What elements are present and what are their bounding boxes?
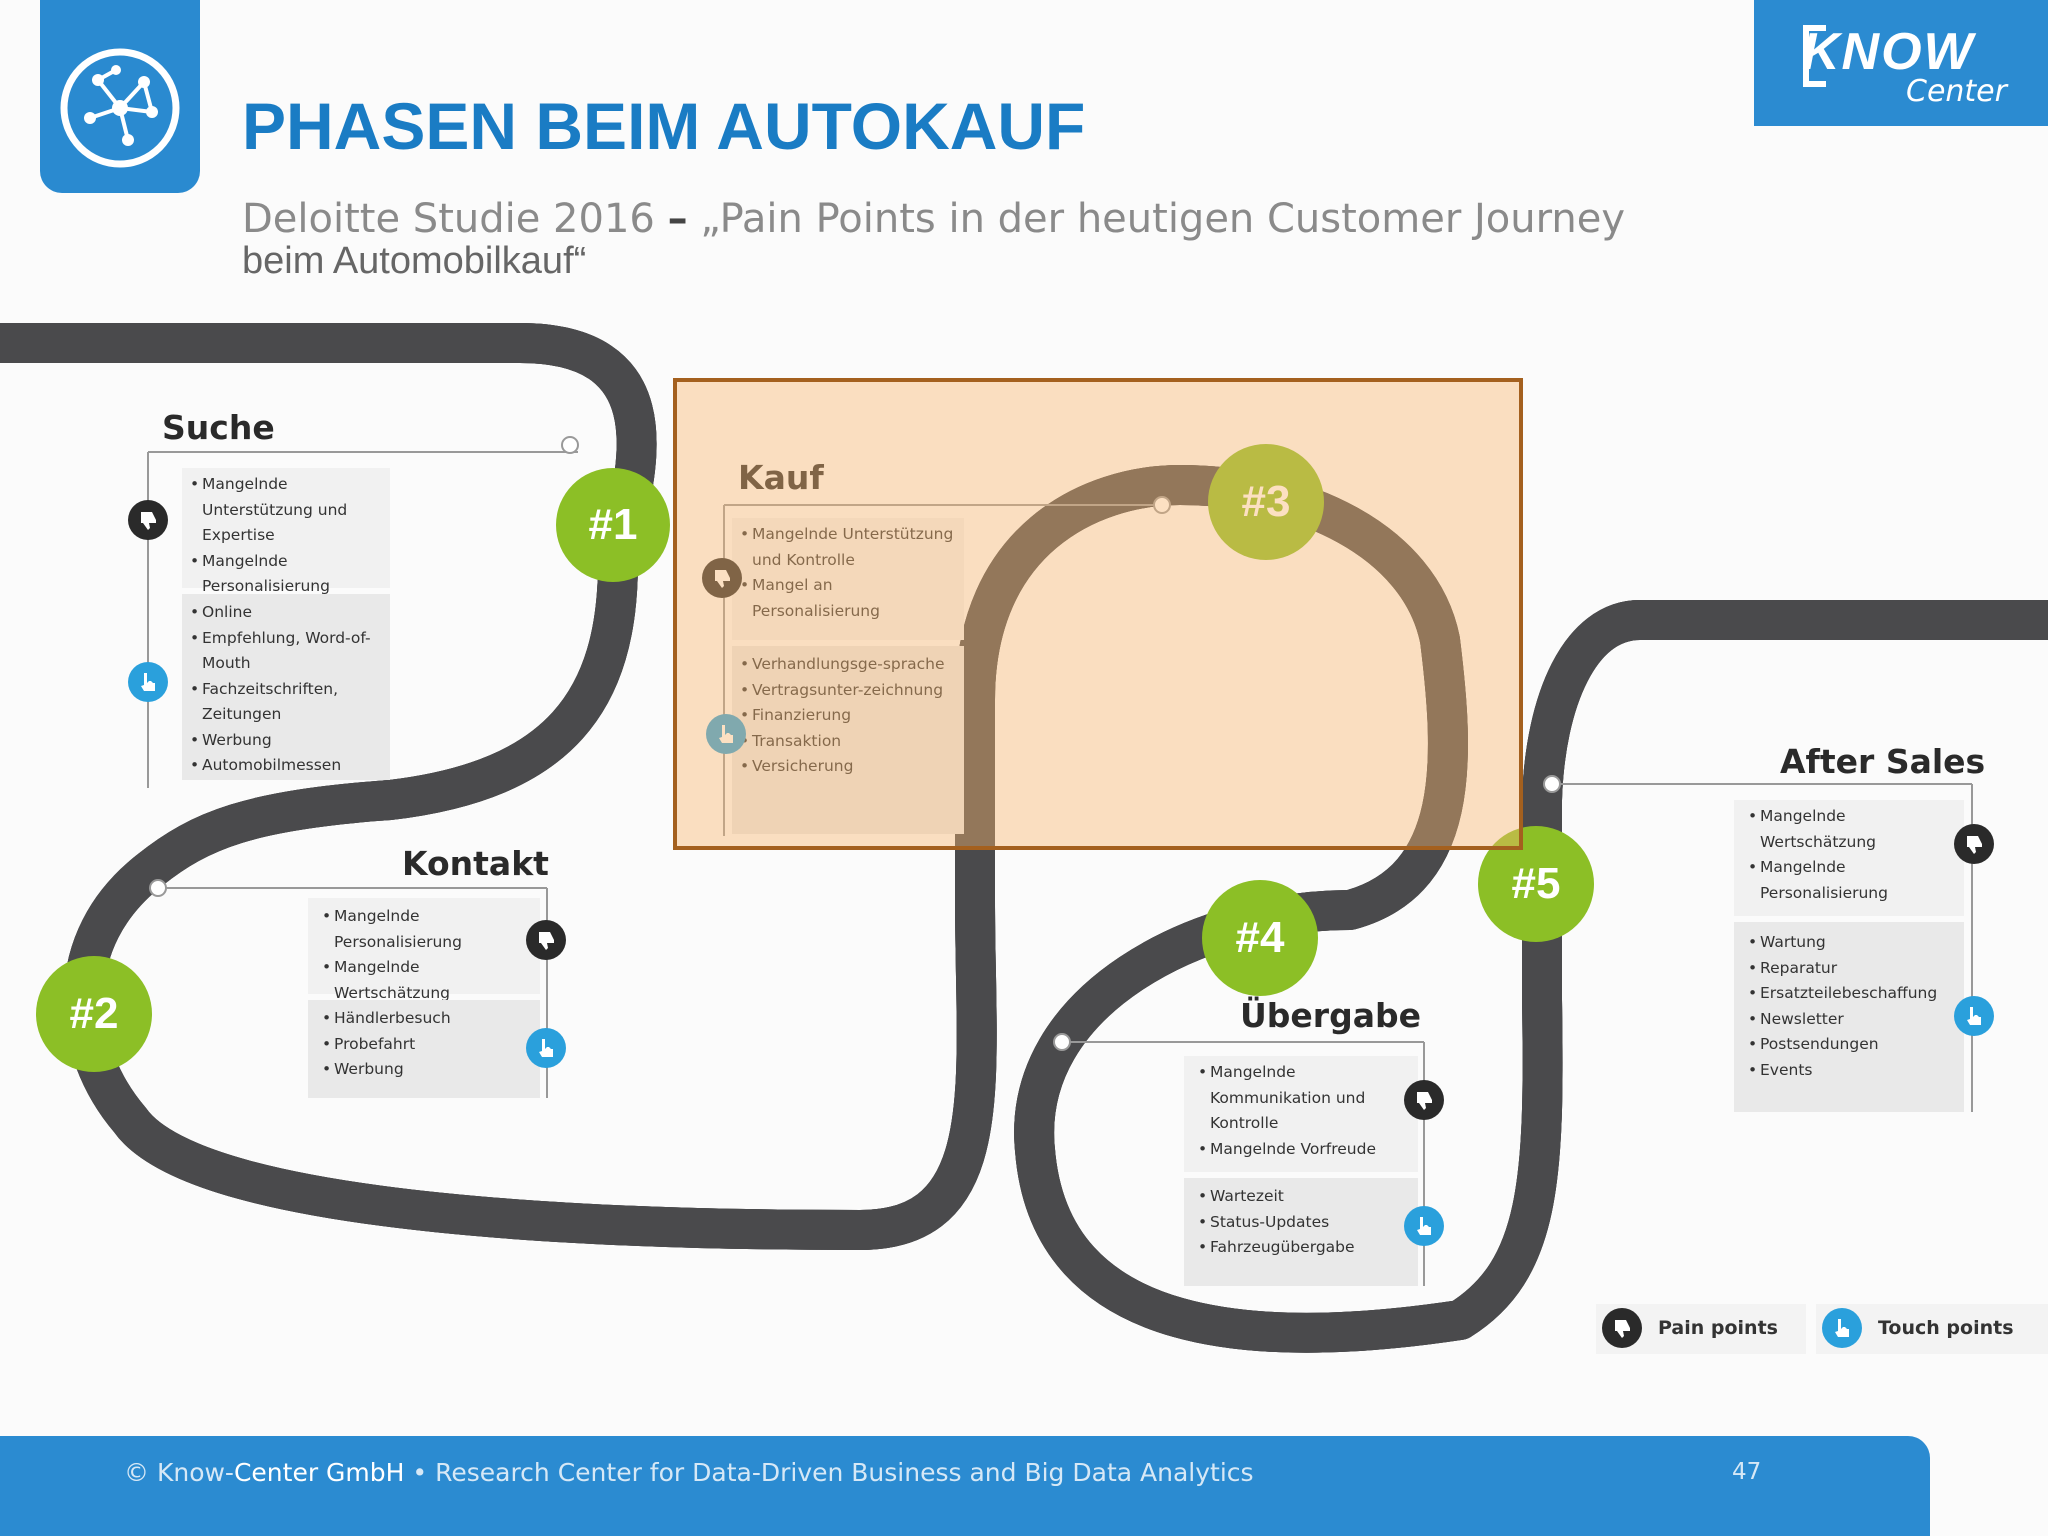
list-item: Fahrzeugübergabe <box>1198 1235 1404 1261</box>
thumbs-down-icon <box>1954 824 1994 864</box>
phase-title-kontakt: Kontakt <box>402 844 549 883</box>
thumbs-down-icon <box>1404 1080 1444 1120</box>
touch-panel-after-sales: Wartung Reparatur Ersatzteilebeschaffung… <box>1734 922 1964 1112</box>
list-item: Empfehlung, Word-of-Mouth <box>190 626 382 677</box>
list-item: Mangelnde Vorfreude <box>1198 1137 1404 1163</box>
list-item: Fachzeitschriften, Zeitungen <box>190 677 382 728</box>
thumbs-down-icon <box>702 558 742 598</box>
list-item: Finanzierung <box>740 703 956 729</box>
pain-panel-suche: Mangelnde Unterstützung und Expertise Ma… <box>182 468 390 595</box>
phase-title-suche: Suche <box>162 408 275 447</box>
list-item: Status-Updates <box>1198 1210 1404 1236</box>
phase-badge-2: #2 <box>36 956 152 1072</box>
touch-panel-uebergabe: Wartezeit Status-Updates Fahrzeugübergab… <box>1184 1178 1418 1286</box>
touch-panel-kontakt: Händlerbesuch Probefahrt Werbung <box>308 1000 540 1098</box>
phase-badge-4: #4 <box>1202 880 1318 996</box>
touch-hand-icon <box>1404 1206 1444 1246</box>
list-item: Verhandlungsge-sprache <box>740 652 956 678</box>
list-item: Wartung <box>1748 930 1950 956</box>
list-item: Newsletter <box>1748 1007 1950 1033</box>
footer-tagline: • Research Center for Data-Driven Busine… <box>412 1458 1254 1487</box>
page-number: 47 <box>1732 1459 1762 1485</box>
phase-title-kauf: Kauf <box>738 458 824 497</box>
list-item: Postsendungen <box>1748 1032 1950 1058</box>
touch-hand-icon <box>526 1028 566 1068</box>
legend-pain-label: Pain points <box>1658 1317 1778 1339</box>
footer-bar <box>0 1436 1930 1536</box>
thumbs-down-icon <box>128 500 168 540</box>
know-center-logo: KNOW Center <box>1754 0 2048 126</box>
list-item: Händlerbesuch <box>322 1006 526 1032</box>
company-name: Center GmbH <box>233 1458 405 1487</box>
list-item: Mangelnde Personalisierung <box>322 904 526 955</box>
list-item: Werbung <box>322 1057 526 1083</box>
footer-text: © Know-Center GmbH • Research Center for… <box>124 1458 1254 1487</box>
list-item: Mangelnde Unterstützung und Expertise <box>190 472 382 549</box>
kauf-highlight-box <box>673 378 1523 850</box>
subtitle-quote: „Pain Points in der heutigen Customer Jo… <box>700 196 1626 242</box>
list-item: Ersatzteilebeschaffung <box>1748 981 1950 1007</box>
touch-hand-icon <box>706 714 746 754</box>
network-icon <box>60 48 180 168</box>
list-item: Wartezeit <box>1198 1184 1404 1210</box>
phase-badge-1: #1 <box>556 468 670 582</box>
network-logo-tile <box>40 0 200 193</box>
touch-panel-kauf: Verhandlungsge-sprache Vertragsunter-zei… <box>732 646 964 834</box>
touch-hand-icon <box>1954 996 1994 1036</box>
list-item: Automobilmessen <box>190 753 382 779</box>
list-item: Vertragsunter-zeichnung <box>740 678 956 704</box>
touch-hand-icon <box>128 662 168 702</box>
subtitle-study: Deloitte Studie 2016 <box>242 196 655 242</box>
thumbs-down-icon <box>526 920 566 960</box>
list-item: Mangelnde Personalisierung <box>190 549 382 600</box>
brand-center: Center <box>1906 74 2007 109</box>
pain-panel-after-sales: Mangelnde Wertschätzung Mangelnde Person… <box>1734 800 1964 916</box>
list-item: Mangelnde Personalisierung <box>1748 855 1950 906</box>
pain-panel-uebergabe: Mangelnde Kommunikation und Kontrolle Ma… <box>1184 1056 1418 1172</box>
subtitle-line-1: Deloitte Studie 2016 – „Pain Points in d… <box>242 196 1625 242</box>
phase-badge-5: #5 <box>1478 826 1594 942</box>
logo-frame <box>1803 25 1826 87</box>
page-title: PHASEN BEIM AUTOKAUF <box>242 89 1086 163</box>
list-item: Reparatur <box>1748 956 1950 982</box>
list-item: Mangelnde Wertschätzung <box>322 955 526 1006</box>
copyright-mark: © <box>124 1458 149 1487</box>
legend-touch-label: Touch points <box>1878 1317 2014 1339</box>
list-item: Probefahrt <box>322 1032 526 1058</box>
list-item: Versicherung <box>740 754 956 780</box>
list-item: Events <box>1748 1058 1950 1084</box>
list-item: Online <box>190 600 382 626</box>
touch-hand-icon <box>1822 1308 1862 1348</box>
phase-title-after-sales: After Sales <box>1780 742 1986 781</box>
subtitle-dash: – <box>667 196 688 242</box>
pain-panel-kontakt: Mangelnde Personalisierung Mangelnde Wer… <box>308 898 540 1002</box>
brand-know: KNOW <box>1802 23 1975 81</box>
list-item: Mangelnde Wertschätzung <box>1748 804 1950 855</box>
pain-panel-kauf: Mangelnde Unterstützung und Kontrolle Ma… <box>732 518 964 640</box>
subtitle-line-2: beim Automobilkauf“ <box>242 240 587 282</box>
touch-panel-suche: Online Empfehlung, Word-of-Mouth Fachzei… <box>182 594 390 780</box>
list-item: Mangel an Personalisierung <box>740 573 956 624</box>
list-item: Mangelnde Unterstützung und Kontrolle <box>740 522 956 573</box>
company-prefix: Know- <box>156 1458 234 1487</box>
list-item: Werbung <box>190 728 382 754</box>
phase-title-uebergabe: Übergabe <box>1240 996 1421 1035</box>
list-item: Mangelnde Kommunikation und Kontrolle <box>1198 1060 1404 1137</box>
thumbs-down-icon <box>1602 1308 1642 1348</box>
phase-badge-3: #3 <box>1208 444 1324 560</box>
